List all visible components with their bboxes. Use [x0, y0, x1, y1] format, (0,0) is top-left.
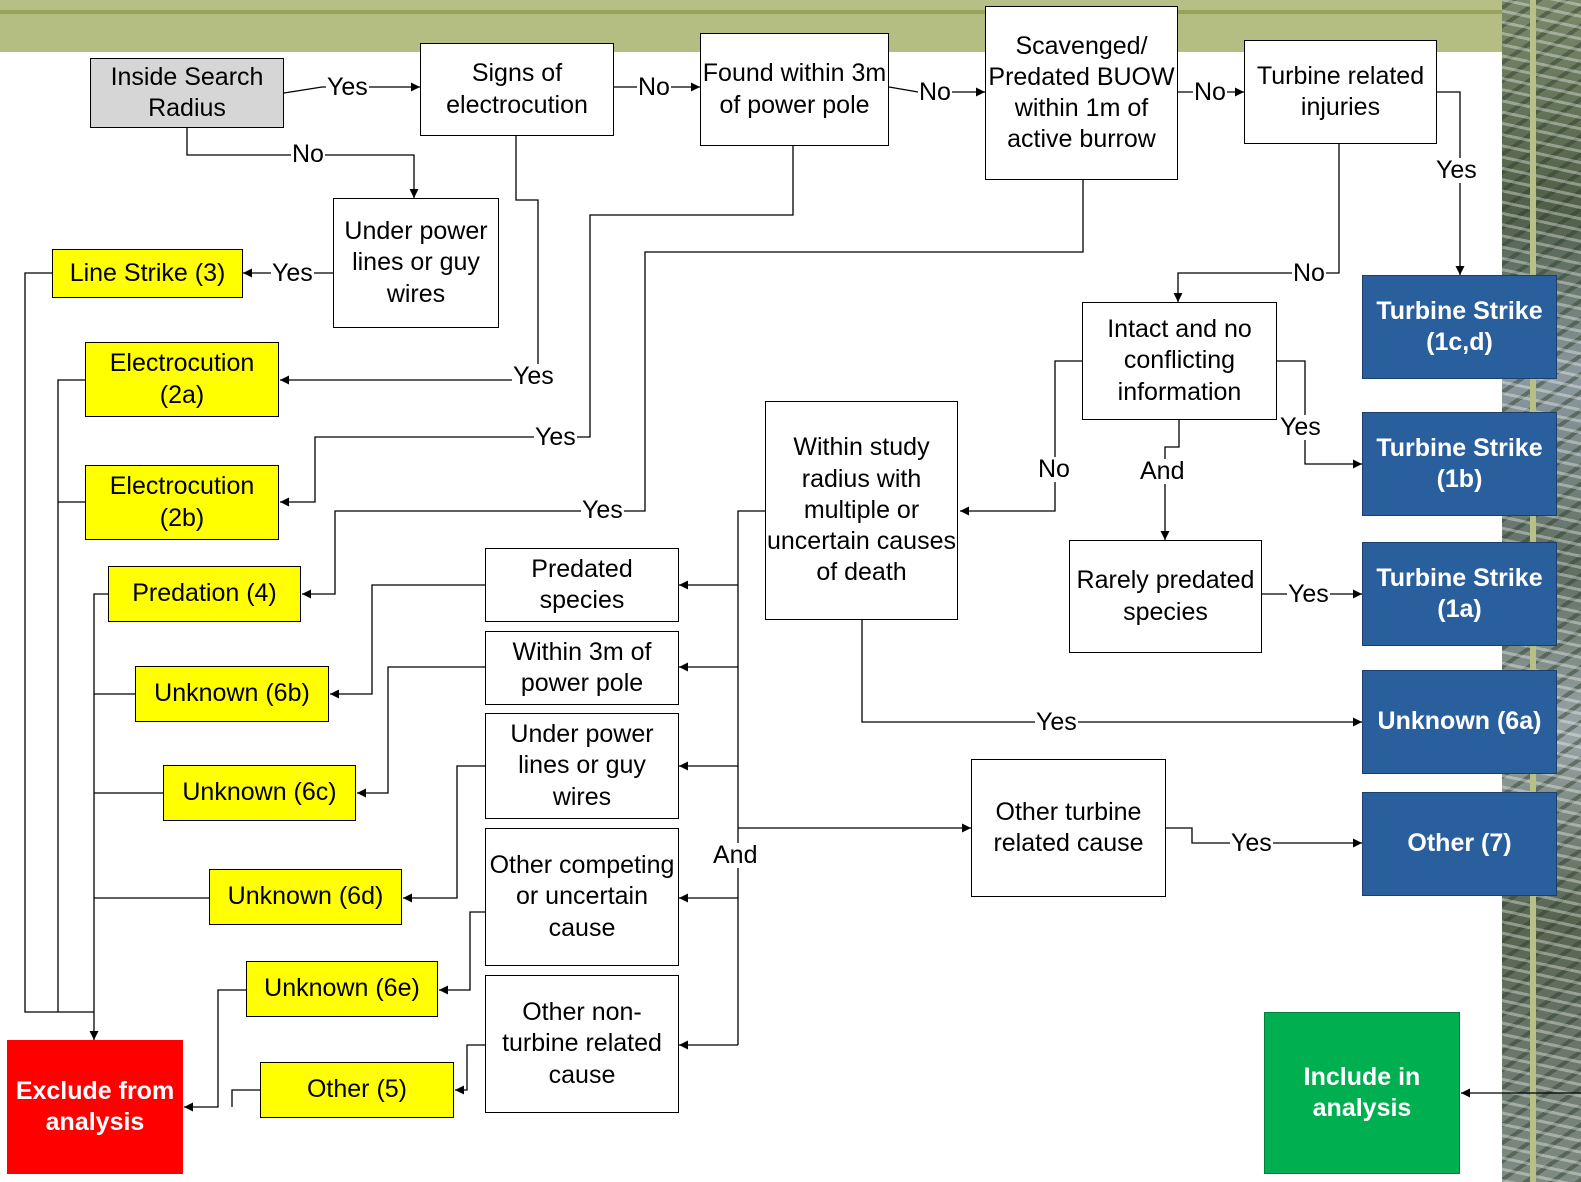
label-electro-yes: Yes — [512, 362, 555, 390]
other-competing-box: Other competing or uncertain cause — [485, 828, 679, 966]
label-otherturbine-yes: Yes — [1230, 829, 1273, 857]
label-rarely-yes: Yes — [1287, 580, 1330, 608]
outcome-turbine-strike-1b: Turbine Strike (1b) — [1362, 412, 1557, 516]
rarely-predated-box: Rarely predated species — [1069, 540, 1262, 653]
intact-no-conflicting-box: Intact and no conflicting information — [1082, 302, 1277, 420]
inside-search-radius-box: Inside Search Radius — [90, 58, 284, 128]
under-power-lines-mid-box: Under power lines or guy wires — [485, 713, 679, 819]
label-electro-no: No — [637, 73, 671, 101]
label-3m-yes: Yes — [534, 423, 577, 451]
label-and-bus: And — [712, 841, 759, 869]
edge-otherturbine-yes — [1166, 827, 1362, 848]
edge-intact-yes — [1277, 360, 1362, 469]
edge-intact-and — [1160, 420, 1180, 540]
label-intact-no: No — [1037, 455, 1071, 483]
label-scav-no: No — [1193, 78, 1227, 106]
edge-and-bus — [737, 510, 765, 1045]
label-3m-no: No — [918, 78, 952, 106]
edge-nonturbine-yes — [455, 1044, 485, 1095]
outcome-other-7: Other (7) — [1362, 792, 1557, 896]
edge-other5-exclude — [231, 1089, 260, 1107]
outcome-electrocution-2b: Electrocution (2b) — [85, 465, 279, 540]
outcome-unknown-6c: Unknown (6c) — [163, 765, 356, 821]
label-turbine-no: No — [1292, 259, 1326, 287]
label-search-no: No — [291, 140, 325, 168]
edge-search-yes — [283, 82, 420, 94]
outcome-predation-4: Predation (4) — [108, 566, 301, 622]
edge-turbine-yes — [1437, 91, 1465, 275]
edge-3m-yes — [280, 146, 794, 507]
other-non-turbine-box: Other non-turbine related cause — [485, 975, 679, 1113]
edge-electro-yes — [280, 136, 539, 385]
edge-predated-yes — [330, 584, 485, 699]
edge-6e-exclude — [184, 989, 246, 1112]
outcome-unknown-6e: Unknown (6e) — [246, 961, 438, 1017]
label-search-yes: Yes — [326, 73, 369, 101]
edge-under2-yes — [403, 765, 485, 903]
terminal-exclude-from-analysis: Exclude from analysis — [7, 1040, 183, 1174]
outcome-other-5: Other (5) — [260, 1062, 454, 1118]
scavenged-predated-box: Scavenged/ Predated BUOW within 1m of ac… — [985, 6, 1178, 180]
label-under-yes: Yes — [271, 259, 314, 287]
predated-species-box: Predated species — [485, 548, 679, 622]
label-study-yes: Yes — [1035, 708, 1078, 736]
terminal-include-in-analysis: Include in analysis — [1264, 1012, 1460, 1174]
edge-2a-exclude — [57, 379, 85, 1012]
label-scav-yes: Yes — [581, 496, 624, 524]
edge-turbine-no — [1173, 144, 1340, 302]
found-within-3m-box: Found within 3m of power pole — [700, 33, 889, 146]
outcome-unknown-6b: Unknown (6b) — [135, 666, 329, 722]
edge-scav-yes — [302, 180, 1084, 599]
signs-of-electrocution-box: Signs of electrocution — [420, 43, 614, 136]
label-intact-and: And — [1139, 457, 1186, 485]
outcome-turbine-strike-1cd: Turbine Strike (1c,d) — [1362, 275, 1557, 379]
edge-predation-exclude — [89, 593, 108, 1040]
under-power-lines-top-box: Under power lines or guy wires — [333, 198, 499, 328]
outcome-line-strike: Line Strike (3) — [52, 249, 243, 298]
edge-3m2-yes — [357, 666, 485, 798]
outcome-turbine-strike-1a: Turbine Strike (1a) — [1362, 542, 1557, 646]
outcome-electrocution-2a: Electrocution (2a) — [85, 342, 279, 417]
outcome-unknown-6a: Unknown (6a) — [1362, 670, 1557, 774]
label-intact-yes: Yes — [1279, 413, 1322, 441]
within-study-radius-box: Within study radius with multiple or unc… — [765, 401, 958, 620]
edge-study-yes — [861, 620, 1362, 727]
turbine-related-injuries-box: Turbine related injuries — [1244, 40, 1437, 144]
edge-intact-no — [960, 360, 1082, 516]
within-3m-pole-box: Within 3m of power pole — [485, 631, 679, 705]
label-turbine-yes: Yes — [1435, 156, 1478, 184]
other-turbine-related-box: Other turbine related cause — [971, 759, 1166, 897]
edge-linestrike-exclude — [24, 272, 94, 1013]
edge-competing-yes — [439, 911, 485, 995]
outcome-unknown-6d: Unknown (6d) — [209, 869, 402, 925]
